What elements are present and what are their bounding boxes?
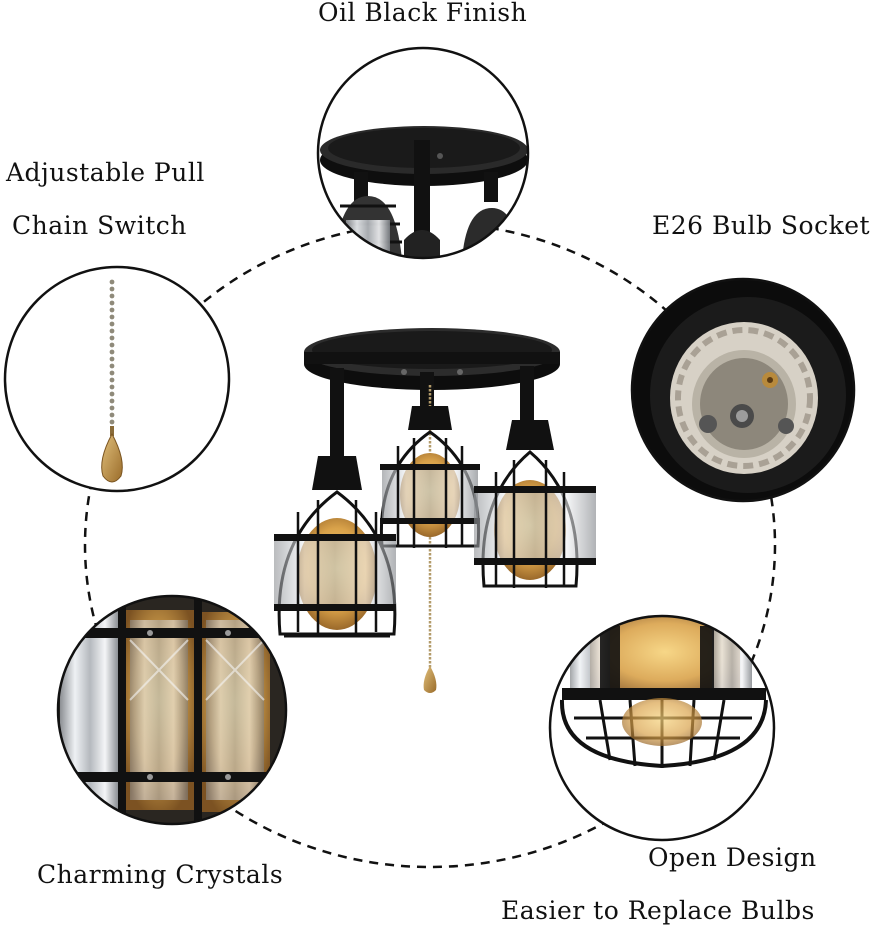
middle-pendant	[379, 406, 481, 548]
detail-socket-circle	[630, 277, 856, 503]
label-open-design: Open Design	[648, 843, 817, 872]
label-adjustable-pull: Adjustable Pull	[6, 158, 205, 187]
detail-canopy-circle	[316, 46, 530, 260]
label-charming-crystals: Charming Crystals	[37, 860, 284, 889]
right-pendant	[474, 420, 596, 588]
main-light-fixture	[274, 328, 596, 693]
label-easier-to-replace-bulbs: Easier to Replace Bulbs	[501, 896, 815, 925]
detail-crystals-circle	[56, 594, 288, 826]
detail-open-design-circle	[548, 614, 776, 842]
label-chain-switch: Chain Switch	[12, 211, 187, 240]
pull-chain-tassel	[101, 432, 123, 483]
left-pendant	[274, 456, 397, 638]
chain-beads	[109, 279, 115, 425]
label-oil-black-finish: Oil Black Finish	[318, 0, 528, 27]
detail-pull-chain-circle	[3, 265, 231, 493]
label-e26-bulb-socket: E26 Bulb Socket	[652, 211, 871, 240]
